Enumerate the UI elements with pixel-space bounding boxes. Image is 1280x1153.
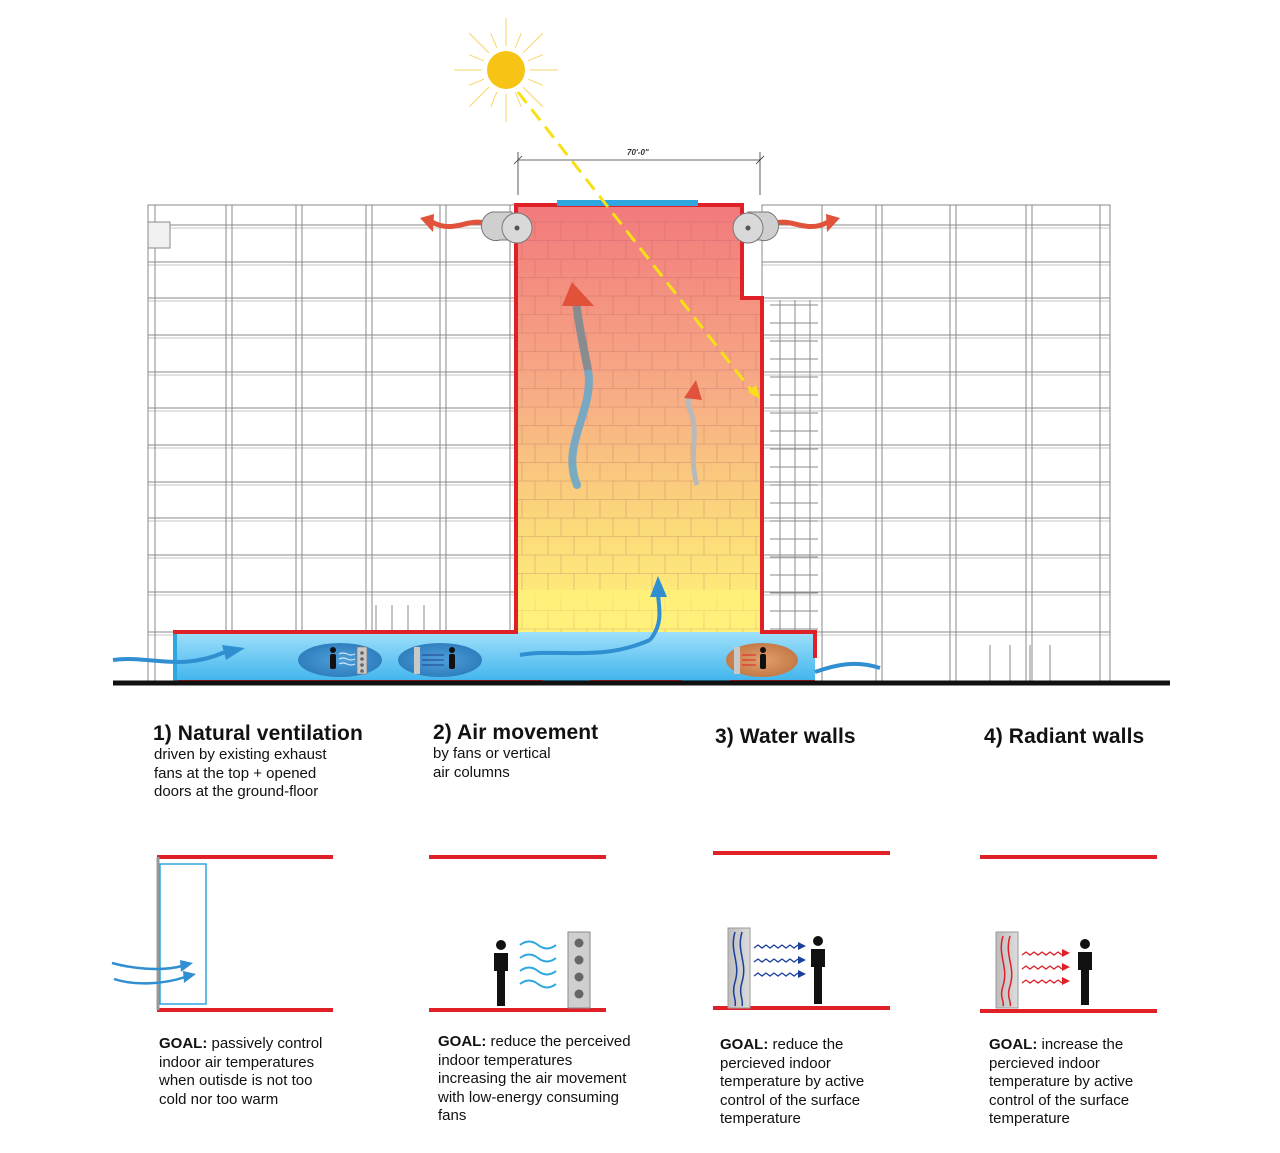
strategy-2-goal: GOAL: reduce the perceived indoor temper… xyxy=(438,1033,631,1126)
exhaust-fan-right xyxy=(732,211,780,244)
goal-line: increase the xyxy=(1037,1036,1124,1053)
strategy-4-goal: GOAL: increase the percieved indoor temp… xyxy=(989,1036,1133,1129)
goal-line: reduce the perceived xyxy=(486,1033,631,1050)
goal-line: when outisde is not too xyxy=(159,1072,313,1090)
sun-ray xyxy=(516,91,757,396)
strategy-1-goal: GOAL: passively control indoor air tempe… xyxy=(159,1035,322,1109)
goal-line: control of the surface xyxy=(989,1091,1130,1109)
goal-line: temperature xyxy=(989,1110,1070,1128)
goal-label: GOAL: xyxy=(989,1036,1038,1053)
goal-line: temperature xyxy=(720,1110,801,1128)
airflow-arrows xyxy=(112,214,881,674)
goal-line: percieved indoor xyxy=(989,1054,1100,1072)
skylight xyxy=(557,200,698,206)
desc-line: driven by existing exhaust xyxy=(154,746,327,763)
goal-line: cold nor too warm xyxy=(159,1090,279,1108)
ground-floor-cooling-zone xyxy=(173,200,817,684)
goal-label: GOAL: xyxy=(438,1033,487,1050)
desc-line: by fans or vertical xyxy=(433,745,551,762)
strategy-1-description: driven by existing exhaust fans at the t… xyxy=(154,746,327,802)
sun-icon xyxy=(454,18,558,122)
dimension-line xyxy=(513,152,765,195)
goal-line: indoor air temperatures xyxy=(159,1053,315,1071)
existing-building-left xyxy=(147,204,517,683)
desc-line: doors at the ground-floor xyxy=(154,783,319,800)
goal-line: passively control xyxy=(207,1035,323,1052)
goal-line: percieved indoor xyxy=(720,1054,831,1072)
strategy-2-description: by fans or vertical air columns xyxy=(433,745,551,782)
desc-line: fans at the top + opened xyxy=(154,764,317,782)
goal-line: increasing the air movement xyxy=(438,1070,627,1088)
goal-label: GOAL: xyxy=(720,1036,769,1053)
goal-line: temperature by active xyxy=(720,1073,865,1091)
strategy-1-heading: 1) Natural ventilation xyxy=(153,722,363,745)
goal-line: temperature by active xyxy=(989,1073,1134,1091)
existing-building-right xyxy=(761,204,1111,683)
exhaust-fan-left xyxy=(480,211,533,244)
goal-line: control of the surface xyxy=(720,1091,861,1109)
radiant-walls-icon xyxy=(980,855,1157,1013)
desc-line: air columns xyxy=(433,763,510,781)
goal-line: indoor temperatures xyxy=(438,1051,573,1069)
strategy-2-heading: 2) Air movement xyxy=(433,721,599,744)
strategy-4-heading: 4) Radiant walls xyxy=(984,725,1145,748)
natural-ventilation-icon xyxy=(111,855,333,1012)
strategy-3-goal: GOAL: reduce the percieved indoor temper… xyxy=(720,1036,864,1129)
goal-label: GOAL: xyxy=(159,1035,208,1052)
goal-line: with low-energy consuming xyxy=(438,1088,619,1106)
air-movement-icon xyxy=(429,855,606,1012)
goal-line: fans xyxy=(438,1107,467,1125)
water-walls-icon xyxy=(713,851,890,1010)
ground-occupant-zones xyxy=(298,643,798,677)
dimension-label: 70'-0" xyxy=(627,148,649,157)
strategy-3-heading: 3) Water walls xyxy=(715,725,856,748)
goal-line: reduce the xyxy=(768,1036,844,1053)
atrium xyxy=(516,205,762,648)
